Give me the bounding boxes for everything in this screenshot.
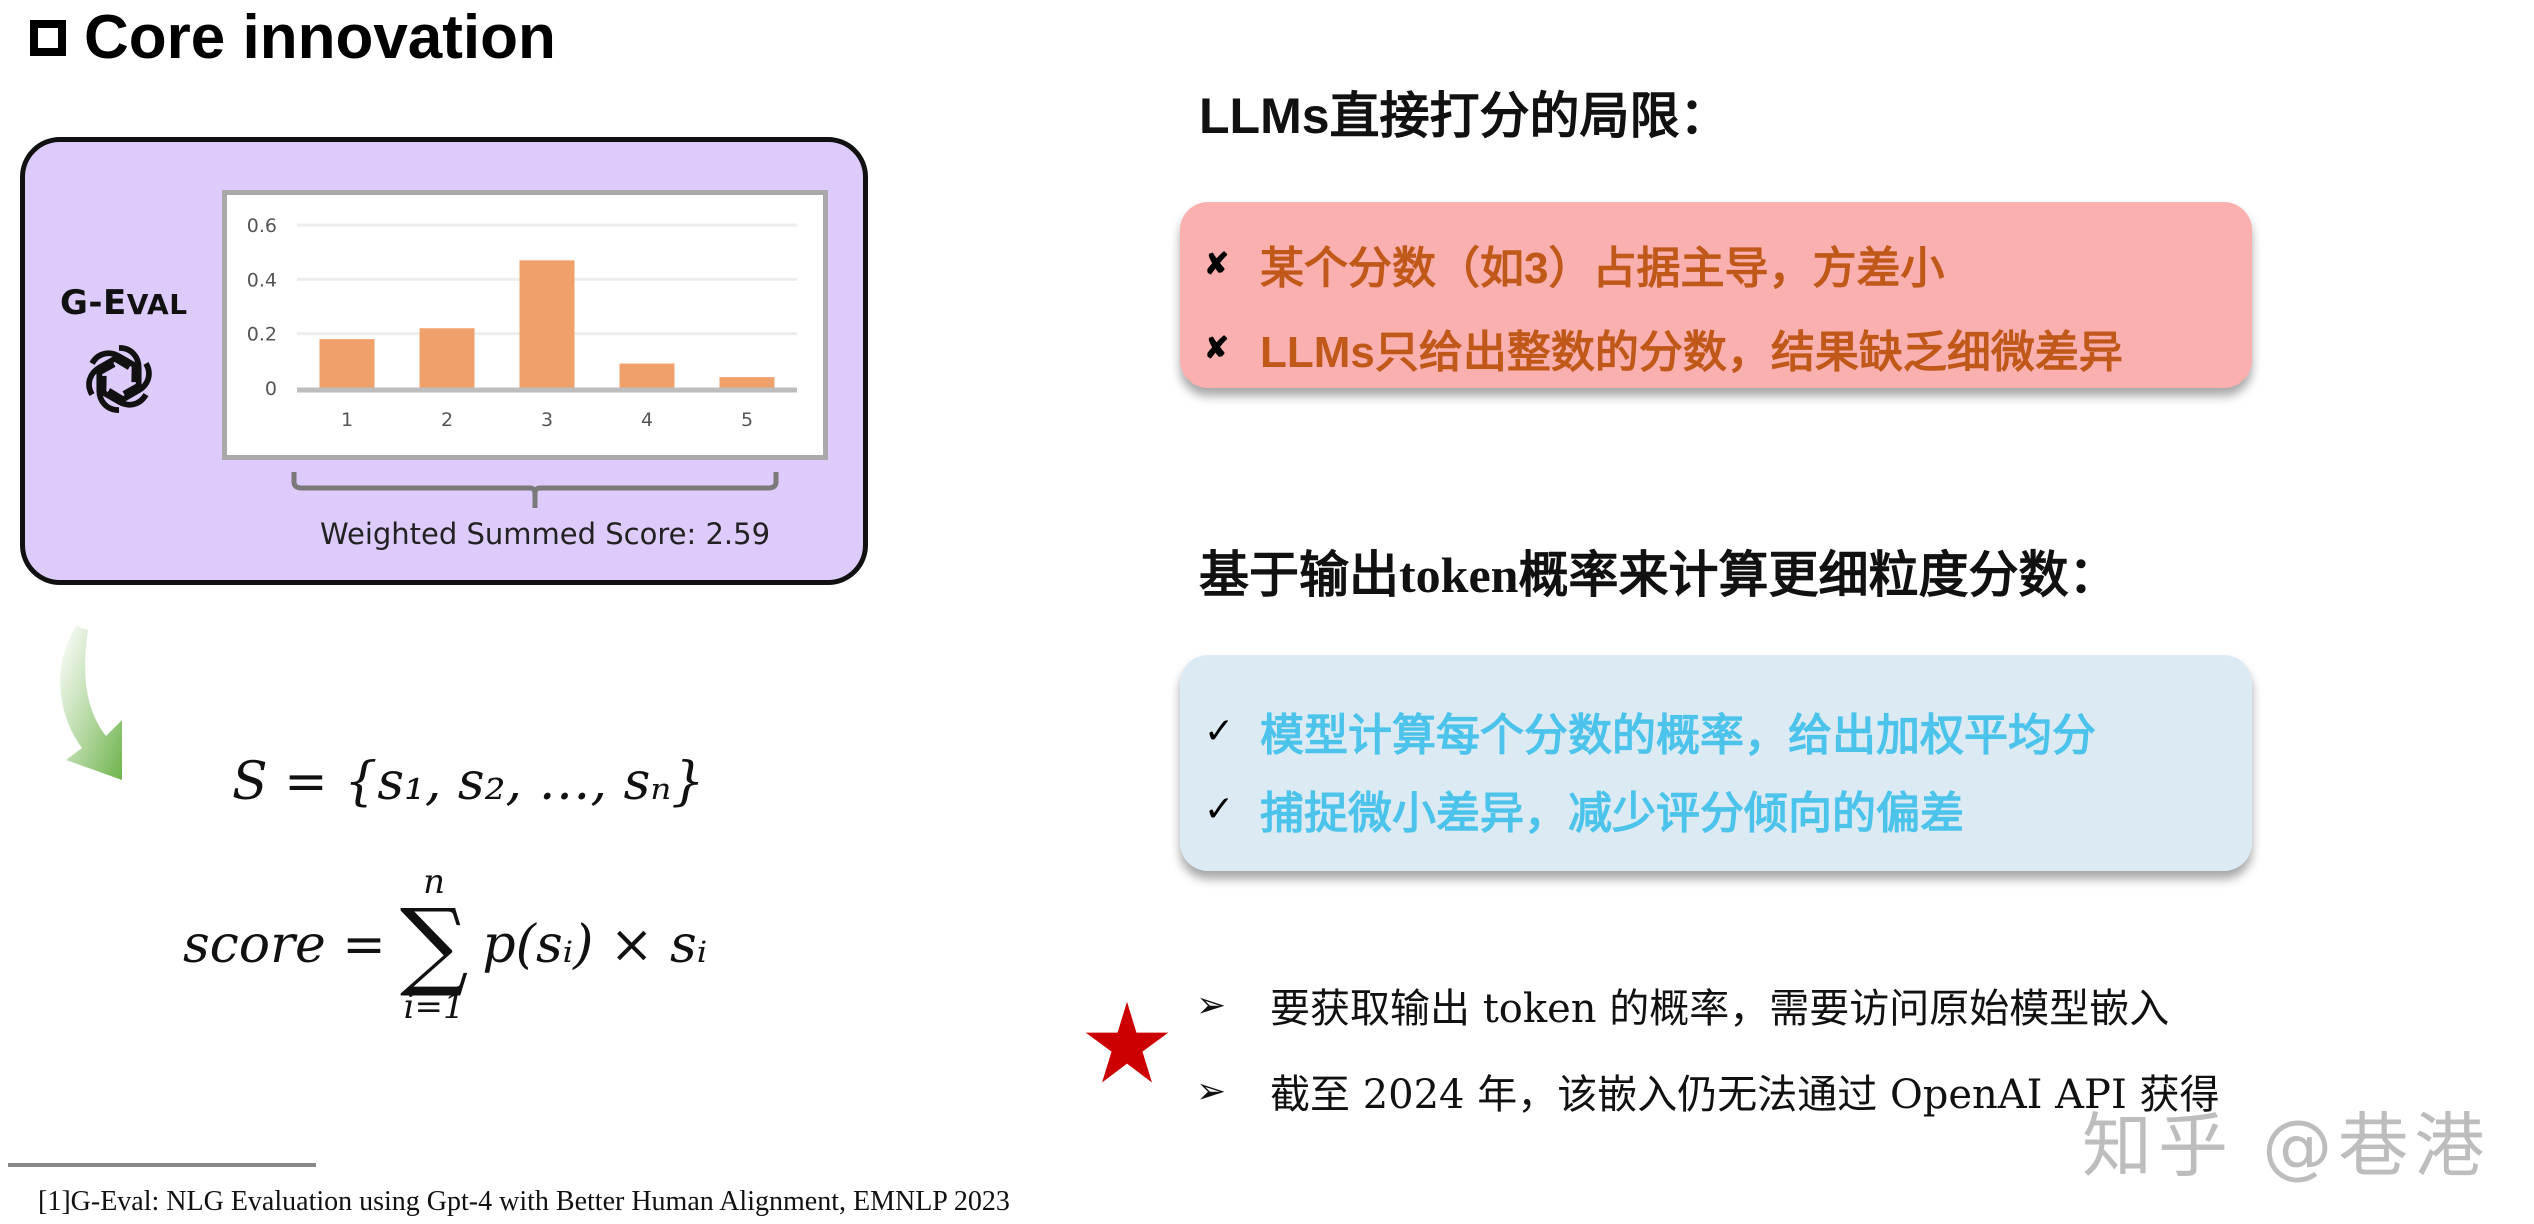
note-item: ➢ 要获取输出 token 的概率，需要访问原始模型嵌入 — [1196, 976, 2169, 1034]
slide-title-text: Core innovation — [84, 3, 556, 72]
method-heading-suffix: 概率来计算更细粒度分数： — [1518, 547, 2119, 603]
x-tick-label: 4 — [641, 409, 653, 431]
method-heading-token: token — [1399, 547, 1519, 603]
curly-brace-icon — [291, 472, 779, 508]
hollow-square-icon — [30, 19, 66, 56]
advantage-item: ✓ 捕捉微小差异，减少评分倾向的偏差 — [1204, 777, 1964, 841]
x-tick-label: 1 — [341, 409, 353, 431]
x-tick-label: 5 — [741, 409, 753, 431]
bar — [619, 363, 675, 388]
limitations-heading: LLMs直接打分的局限： — [1199, 88, 1730, 144]
note-item: ➢ 截至 2024 年，该嵌入仍无法通过 OpenAI API 获得 — [1196, 1062, 2220, 1120]
check-icon: ✓ — [1204, 788, 1235, 829]
y-tick-label: 0.6 — [247, 215, 277, 237]
cross-icon: ✘ — [1204, 247, 1230, 281]
bar — [319, 339, 375, 388]
weighted-score-formula: score = n ∑ i=1 p(sᵢ) × sᵢ — [183, 865, 707, 1024]
geval-label: G-EVAL — [60, 283, 188, 323]
arrowhead-bullet-icon: ➢ — [1196, 1070, 1227, 1112]
weighted-score-label: Weighted Summed Score: 2.59 — [320, 517, 771, 551]
summation: n ∑ i=1 — [400, 865, 469, 1024]
sum-upper-limit: n — [423, 862, 446, 902]
score-probability-chart: 0 0.2 0.4 0.6 1 2 3 4 5 — [222, 190, 828, 460]
red-star-icon — [1085, 1001, 1169, 1083]
geval-label-suffix: VAL — [126, 288, 188, 321]
watermark: 知乎 @巷港 — [2082, 1105, 2491, 1187]
advantage-text: 模型计算每个分数的概率，给出加权平均分 — [1260, 711, 2096, 760]
limitation-text: 某个分数（如3）占据主导，方差小 — [1260, 244, 1945, 293]
cross-icon: ✘ — [1204, 331, 1230, 365]
set-definition-formula: S = {s₁, s₂, …, sₙ} — [232, 752, 705, 812]
bar — [719, 377, 775, 388]
footnote: [1]G-Eval: NLG Evaluation using Gpt-4 wi… — [38, 1186, 1010, 1217]
sigma-icon: ∑ — [399, 888, 469, 1000]
arrowhead-bullet-icon: ➢ — [1196, 984, 1227, 1026]
advantage-text: 捕捉微小差异，减少评分倾向的偏差 — [1260, 789, 1964, 838]
advantage-item: ✓ 模型计算每个分数的概率，给出加权平均分 — [1204, 699, 2096, 763]
method-heading: 基于输出token概率来计算更细粒度分数： — [1199, 535, 2118, 607]
y-tick-label: 0.2 — [247, 324, 277, 346]
score-rhs: p(sᵢ) × sᵢ — [482, 914, 708, 975]
check-icon: ✓ — [1204, 710, 1235, 751]
score-lhs: score = — [183, 914, 386, 975]
sum-lower-limit: i=1 — [403, 987, 465, 1028]
bar — [519, 260, 575, 388]
limitation-item: ✘ 某个分数（如3）占据主导，方差小 — [1204, 232, 1944, 296]
note-text: 截至 2024 年，该嵌入仍无法通过 OpenAI API 获得 — [1270, 1072, 2220, 1118]
footnote-divider — [8, 1163, 316, 1167]
method-heading-prefix: 基于输出 — [1199, 547, 1399, 603]
advantages-box: ✓ 模型计算每个分数的概率，给出加权平均分 ✓ 捕捉微小差异，减少评分倾向的偏差 — [1180, 655, 2252, 871]
curved-arrow-icon — [60, 626, 122, 780]
x-tick-label: 3 — [541, 409, 553, 431]
slide-title: Core innovation — [30, 2, 556, 73]
limitation-text: LLMs只给出整数的分数，结果缺乏细微差异 — [1260, 328, 2123, 377]
limitations-box: ✘ 某个分数（如3）占据主导，方差小 ✘ LLMs只给出整数的分数，结果缺乏细微… — [1180, 202, 2252, 388]
bar — [419, 328, 475, 388]
geval-label-prefix: G-E — [60, 283, 127, 323]
limitation-item: ✘ LLMs只给出整数的分数，结果缺乏细微差异 — [1204, 316, 2123, 380]
openai-logo-icon — [86, 344, 152, 414]
bar-chart: 0 0.2 0.4 0.6 1 2 3 4 5 — [247, 215, 797, 431]
note-text: 要获取输出 token 的概率，需要访问原始模型嵌入 — [1270, 986, 2170, 1032]
x-tick-label: 2 — [441, 409, 453, 431]
y-tick-label: 0.4 — [247, 269, 277, 291]
y-tick-label: 0 — [265, 378, 277, 400]
